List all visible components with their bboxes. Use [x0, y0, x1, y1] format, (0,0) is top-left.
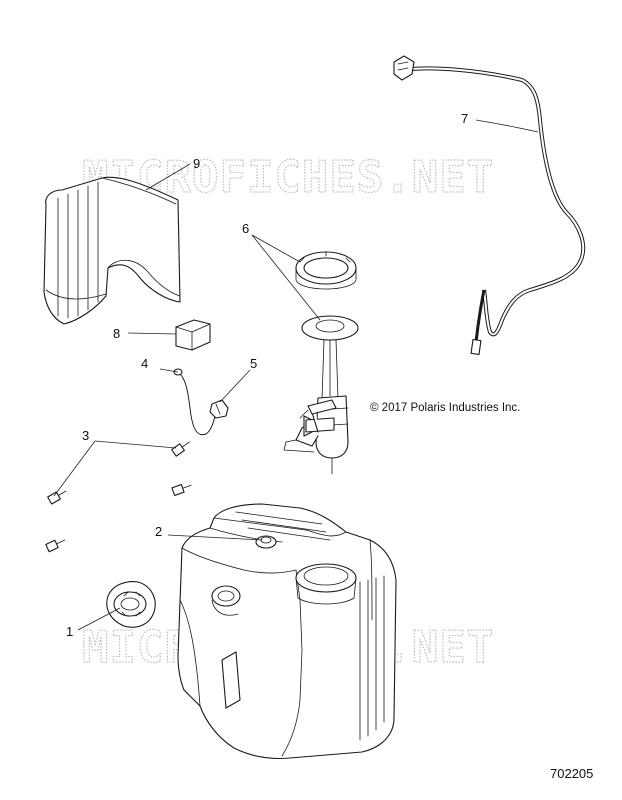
callout-1: 1 [66, 624, 73, 639]
part-6-fuel-pump [283, 315, 359, 475]
part-4-hose [173, 368, 217, 436]
part-3-bolts [45, 441, 192, 553]
leader-lines [53, 119, 539, 631]
part-9-heat-shield [43, 176, 181, 325]
reference-number: 702205 [550, 766, 593, 781]
part-7-vent-line [393, 55, 586, 356]
callout-6: 6 [242, 221, 249, 236]
callout-3: 3 [82, 428, 89, 443]
callout-8: 8 [113, 326, 120, 341]
part-8-block [175, 319, 211, 351]
part-1-cap [106, 581, 156, 628]
part-6-lock-ring [295, 251, 357, 290]
callout-9: 9 [193, 156, 200, 171]
part-2-fuel-tank [177, 503, 397, 760]
part-5-connector [209, 399, 229, 419]
copyright-text: © 2017 Polaris Industries Inc. [370, 402, 520, 414]
callout-2: 2 [155, 524, 162, 539]
callout-7: 7 [461, 111, 468, 126]
callout-4: 4 [141, 356, 148, 371]
callout-5: 5 [250, 356, 257, 371]
